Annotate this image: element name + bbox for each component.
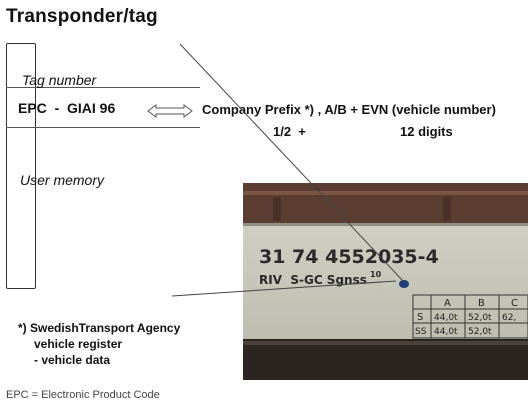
table-cell: SS: [415, 327, 427, 337]
tag-number-label: Tag number: [22, 72, 96, 88]
table-cell: S: [417, 312, 423, 323]
diagram-title: Transponder/tag: [6, 6, 158, 28]
table-header-c: C: [511, 298, 518, 309]
table-header-b: B: [478, 298, 485, 309]
agency-note: *) SwedishTransport Agency vehicle regis…: [18, 320, 180, 368]
agency-line-2: vehicle register: [18, 336, 180, 352]
table-cell: 52,0t: [468, 313, 492, 323]
wagon-photo: 31 74 4552035-4 RIV S-GC Sgnss 10 A B C …: [243, 183, 528, 380]
vehicle-number-digit-count: 12 digits: [400, 124, 453, 139]
prefix-digit-count: 1/2 +: [273, 124, 306, 139]
table-cell: 44,0t: [434, 313, 458, 323]
wagon-code-text: RIV S-GC Sgnss: [259, 273, 367, 287]
double-arrow-icon: [147, 104, 193, 118]
agency-line-3: - vehicle data: [18, 352, 180, 368]
table-cell: 52,0t: [468, 327, 492, 337]
epc-giai-label: EPC - GIAI 96: [18, 100, 115, 116]
wagon-number-text: 31 74 4552035-4: [259, 246, 439, 268]
epc-footnote: EPC = Electronic Product Code: [6, 389, 160, 401]
user-memory-label: User memory: [20, 172, 104, 188]
wagon-code-superscript: 10: [370, 270, 382, 279]
table-header-a: A: [444, 298, 451, 309]
company-prefix-text: Company Prefix *) , A/B + EVN (vehicle n…: [202, 102, 496, 117]
rfid-tag-dot: [399, 280, 409, 288]
agency-line-1: *) SwedishTransport Agency: [18, 320, 180, 336]
tag-number-divider-bottom: [6, 127, 200, 128]
table-cell: 62,: [502, 313, 516, 323]
table-cell: 44,0t: [434, 327, 458, 337]
